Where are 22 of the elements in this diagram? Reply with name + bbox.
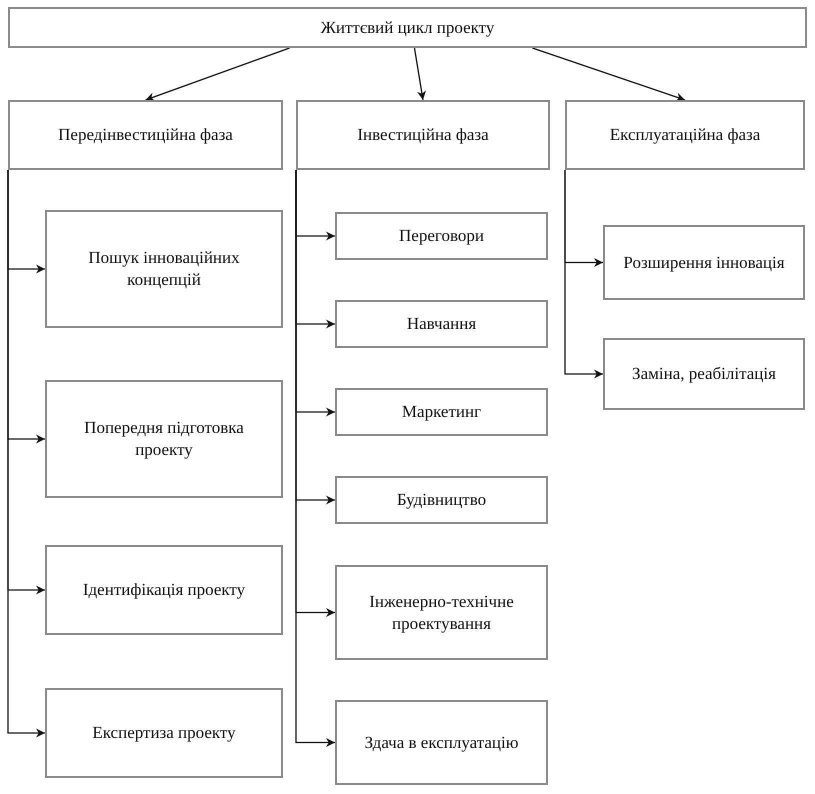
- process-box: Розширення інновація: [603, 225, 805, 300]
- process-box: Здача в експлуатацію: [335, 700, 548, 785]
- process-box: Маркетинг: [335, 388, 548, 436]
- title-box: Життєвий цикл проекту: [8, 7, 807, 48]
- arrow: [564, 170, 603, 378]
- process-box: Будівництво: [335, 476, 548, 524]
- process-box: Переговори: [335, 212, 548, 260]
- process-box: Передінвестиційна фаза: [8, 100, 283, 170]
- process-box: Навчання: [335, 300, 548, 348]
- arrow: [7, 170, 45, 738]
- arrow: [295, 170, 335, 747]
- process-box: Експлуатаційна фаза: [565, 100, 805, 170]
- arrow: [532, 47, 686, 102]
- arrow: [145, 47, 290, 102]
- process-box: Пошук інноваційних концепцій: [45, 210, 283, 328]
- process-box: Експертиза проекту: [45, 688, 283, 778]
- process-box: Ідентифікація проекту: [45, 545, 283, 635]
- process-box: Заміна, реабілітація: [603, 338, 805, 410]
- arrow: [414, 48, 426, 100]
- process-box: Попередня підготовка проекту: [45, 380, 283, 498]
- process-box: Інвестиційна фаза: [296, 100, 550, 170]
- process-box: Інженерно-технічне проектування: [335, 565, 548, 660]
